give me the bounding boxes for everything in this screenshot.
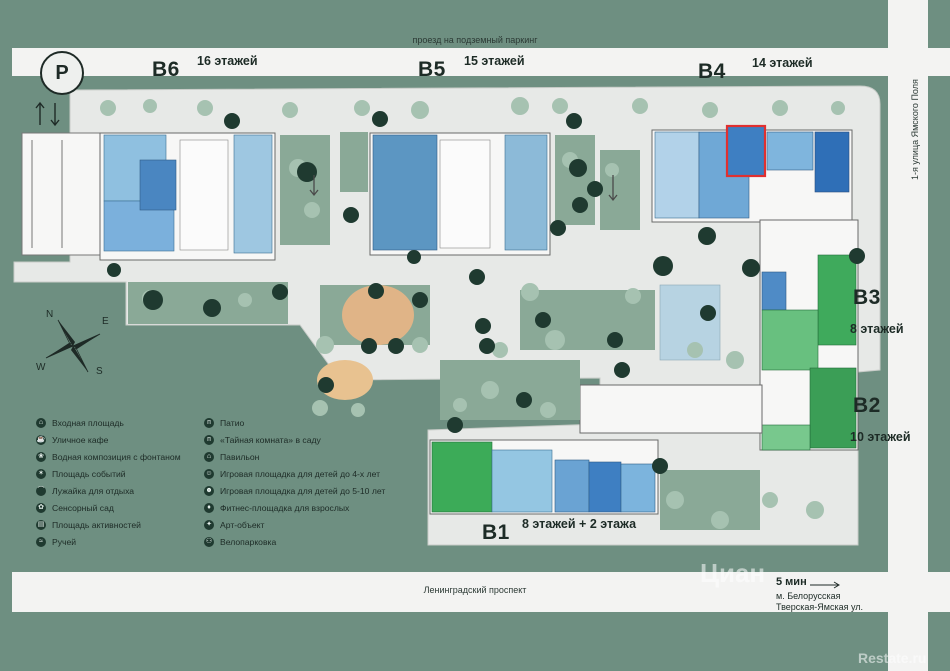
arrow-right-icon [810,581,840,589]
watermark-center: Циан [700,558,766,588]
legend-item: ⌂ Входная площадь [36,418,124,428]
legend-label: Игровая площадка для детей до 4-х лет [220,469,381,479]
legend-label: Патио [220,418,245,428]
right-road [888,0,928,671]
patio-icon: п [204,418,214,428]
building-b6-label: B6 [152,58,180,81]
building-b5-floors: 15 этажей [464,54,525,68]
building-b2-floors: 10 этажей [850,430,911,444]
building-b1-floors: 8 этажей + 2 этажа [522,517,637,531]
compass-rose: N E S W [28,306,118,386]
playground-sand [342,285,414,345]
legend-item: ☺ Игровая площадка для детей до 4-х лет [204,469,380,479]
metro-time: 5 мин [776,576,807,588]
lawn-icon: ⌒ [36,486,46,496]
legend-label: «Тайная комната» в саду [220,435,321,445]
legend-label: Площадь активностей [52,520,141,530]
legend-label: Ручей [52,537,77,547]
building-b3-floors: 8 этажей [850,322,904,336]
legend-item: ≈ Ручей [36,537,76,547]
legend-label: Сенсорный сад [52,503,114,513]
entrance-plaza-icon: ⌂ [36,418,46,428]
legend-item: ⚇ Велопарковка [204,537,276,547]
legend-item: п «Тайная комната» в саду [204,435,321,445]
art-object-icon: ✦ [204,520,214,530]
legend-label: Арт-объект [220,520,265,530]
metro-street: Тверская-Ямская ул. [776,602,864,612]
street-cafe-icon: ☕ [36,435,46,445]
building-b2-label: B2 [853,394,881,417]
legend-label: Входная площадь [52,418,124,428]
top-road [0,48,950,76]
metro-station: м. Белорусская [776,591,841,601]
legend-label: Игровая площадка для детей до 5-10 лет [220,486,386,496]
legend-label: Велопарковка [220,537,277,547]
building-b3-label: B3 [853,286,881,309]
right-street-label: 1-я улица Ямского Поля [910,79,920,180]
legend-label: Лужайка для отдыха [52,486,135,496]
compass-icon [45,319,101,373]
stream-icon: ≈ [36,537,46,547]
building-b6-floors: 16 этажей [197,54,258,68]
legend-item: ⌒ Лужайка для отдыха [36,486,134,496]
legend-item: ♦ Фитнес-площадка для взрослых [204,503,349,513]
building-b6-plan [99,132,276,261]
building-b5-label: B5 [418,58,446,81]
selected-apartment-highlight [725,124,767,178]
legend-label: Павильон [220,452,260,462]
compass-s: S [96,366,103,377]
bottom-avenue-label: Ленинградский проспект [423,585,527,595]
playground-small-icon: ☺ [204,469,214,479]
bottom-road [0,572,950,612]
legend-item: ✶ Площадь событий [36,469,126,479]
top-passage-label: проезд на подземный паркинг [412,35,538,45]
road-arrow-ramp [309,175,618,202]
legend-item: ✦ Арт-объект [204,520,264,530]
legend-item: ☕ Уличное кафе [36,435,108,445]
parking-arrows [35,101,60,127]
building-b1-label: B1 [482,521,510,544]
building-b1-plan [429,439,659,515]
compass-w: W [36,362,46,373]
legend-item: ✿ Сенсорный сад [36,503,114,513]
pavilion-icon: ⌂ [204,452,214,462]
legend-label: Водная композиция с фонтаном [52,452,181,462]
activity-square-icon: ▤ [36,520,46,530]
compass-e: E [102,316,109,327]
watermark-corner: Restate.ru [858,650,927,666]
building-b4-floors: 14 этажей [752,56,813,70]
events-square-icon: ✶ [36,469,46,479]
bike-parking-icon: ⚇ [204,537,214,547]
fitness-icon: ♦ [204,503,214,513]
secret-room-icon: п [204,435,214,445]
legend-label: Уличное кафе [52,435,109,445]
legend-item: п Патио [204,418,244,428]
compass-n: N [46,309,54,320]
legend-item: ▤ Площадь активностей [36,520,141,530]
legend-item: ☻ Игровая площадка для детей до 5-10 лет [204,486,385,496]
building-b4-plan [651,124,853,223]
building-b3-b2-plan [759,219,859,451]
building-b5-plan [369,132,551,256]
legend-label: Фитнес-площадка для взрослых [220,503,350,513]
sensory-garden-icon: ✿ [36,503,46,513]
gallery-building [579,384,763,434]
building-b4-label: B4 [698,60,726,83]
parking-sign: P [40,51,84,95]
amenity-markers [107,111,865,474]
fountain-icon: ❀ [36,452,46,462]
legend-item: ⌂ Павильон [204,452,259,462]
legend-item: ❀ Водная композиция с фонтаном [36,452,181,462]
legend-label: Площадь событий [52,469,126,479]
playground-big-icon: ☻ [204,486,214,496]
